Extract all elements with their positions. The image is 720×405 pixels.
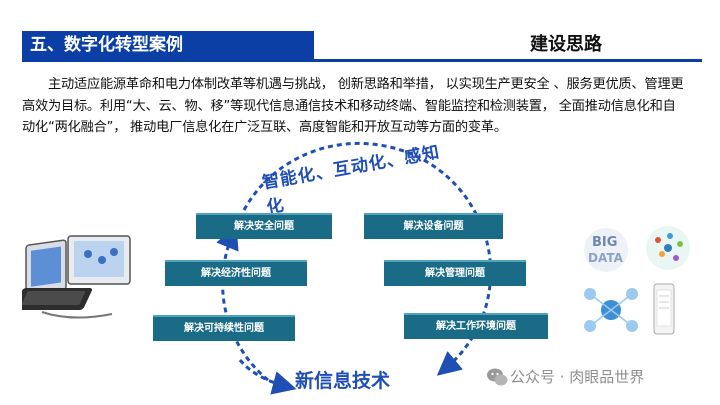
section-title: 建设思路 — [530, 34, 602, 55]
box-sustainability: 解决可持续性问题 — [153, 315, 295, 341]
svg-text:BIG: BIG — [592, 235, 617, 250]
box-management: 解决管理问题 — [384, 260, 526, 286]
cycle-arc-right — [436, 231, 493, 376]
box-equipment: 解决设备问题 — [364, 213, 503, 239]
svg-text:DATA: DATA — [588, 251, 624, 265]
cycle-arc-left — [216, 224, 269, 382]
header-divider — [22, 59, 702, 62]
header-bar — [22, 31, 314, 59]
cycle-arc-bottom-left — [238, 359, 297, 395]
page-title: 五、数字化转型案例 — [30, 35, 183, 55]
cloud-icon — [646, 226, 690, 270]
box-work-environment: 解决工作环境问题 — [404, 313, 548, 339]
big-data-icon: BIG DATA — [584, 228, 628, 272]
box-safety: 解决安全问题 — [196, 213, 332, 239]
wechat-icon — [487, 368, 508, 386]
bottom-arc-label: 新信息技术 — [295, 370, 391, 392]
box-economy: 解决经济性问题 — [165, 260, 307, 286]
computer-device-icon — [22, 235, 131, 319]
intro-paragraph: 主动适应能源革命和电力体制改革等机遇与挑战， 创新思路和举措， 以实现生产更安全… — [22, 77, 684, 135]
watermark-text: 公众号 · 肉眼品世界 — [510, 368, 645, 386]
mobile-icon — [653, 283, 675, 335]
network-icon — [584, 288, 638, 332]
cycle-arc-top — [238, 141, 478, 219]
